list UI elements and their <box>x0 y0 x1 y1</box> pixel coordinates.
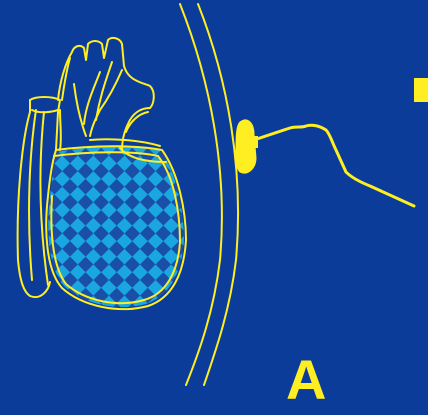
ultrasound-probe-icon <box>236 120 414 206</box>
panel-label: A <box>286 352 326 408</box>
chest-wall <box>180 4 238 385</box>
corner-marker <box>414 78 428 102</box>
